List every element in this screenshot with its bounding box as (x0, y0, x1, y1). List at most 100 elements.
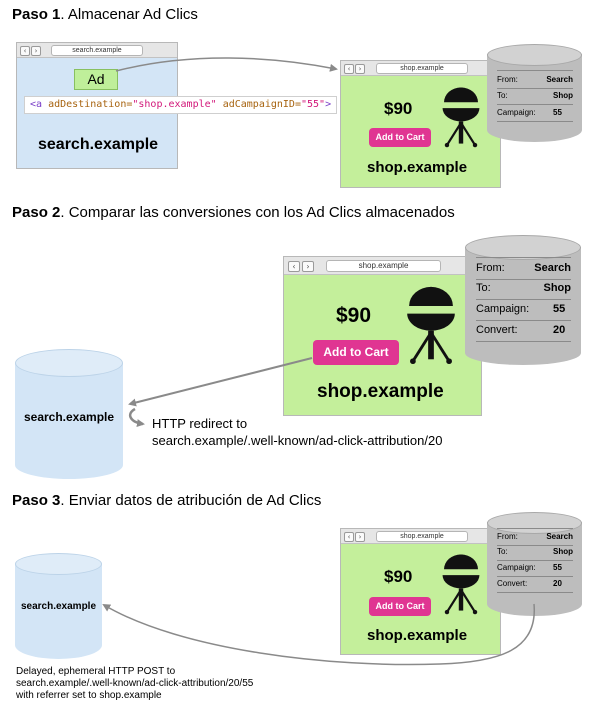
db-value: Search (534, 262, 571, 274)
db-row: From: Search (497, 70, 573, 89)
db-value: Search (546, 532, 573, 541)
search-site-label: search.example (38, 136, 159, 153)
address-bar[interactable]: shop.example (376, 531, 468, 542)
redirect-line1: HTTP redirect to (152, 416, 248, 431)
ad-anchor-code: <a adDestination="shop.example" adCampai… (24, 96, 338, 114)
shop-site-label: shop.example (367, 159, 468, 176)
db-row: To: Shop (476, 278, 571, 300)
add-to-cart-button[interactable]: Add to Cart (313, 340, 399, 365)
step1-title-rest: . Almacenar Ad Clics (60, 6, 198, 23)
add-to-cart-button[interactable]: Add to Cart (369, 597, 431, 616)
search-db-label: search.example (23, 410, 115, 424)
db-key: To: (476, 282, 491, 294)
code-val-destination: "shop.example" (132, 99, 217, 110)
address-bar[interactable]: search.example (51, 45, 143, 56)
step3-shop-browser: ‹ › shop.example $90 Add to Cart shop.ex… (340, 528, 501, 655)
db-value: 20 (553, 324, 566, 336)
step2-title: Paso 2. Comparar las conversiones con lo… (12, 204, 455, 221)
step2-title-rest: . Comparar las conversiones con los Ad C… (60, 204, 455, 221)
redirect-line2: search.example/.well-known/ad-click-attr… (152, 433, 443, 448)
step2-title-bold: Paso 2 (12, 204, 61, 221)
shop-site-label: shop.example (317, 381, 444, 402)
db-key: Campaign: (497, 108, 536, 117)
back-icon[interactable]: ‹ (344, 64, 354, 74)
post-line3: with referrer set to shop.example (16, 690, 162, 701)
step3-title: Paso 3. Enviar datos de atribución de Ad… (12, 492, 321, 509)
redirect-curve-arrow (128, 407, 145, 428)
grill-icon (407, 286, 455, 365)
db-key: From: (476, 262, 505, 274)
db-row: Campaign: 55 (497, 104, 573, 122)
db-key: From: (497, 75, 518, 84)
db-key: Campaign: (476, 303, 530, 315)
address-bar[interactable]: shop.example (326, 260, 441, 272)
address-bar[interactable]: shop.example (376, 63, 468, 74)
browser-toolbar: ‹ › shop.example (341, 61, 500, 76)
code-attr-campaign: adCampaignID= (222, 99, 301, 110)
db-value: 20 (553, 579, 562, 588)
code-tag-close: > (325, 99, 332, 110)
db-key: Campaign: (497, 563, 536, 572)
db-key: Convert: (476, 324, 518, 336)
post-line1: Delayed, ephemeral HTTP POST to (16, 666, 176, 677)
db-value: 55 (553, 563, 562, 572)
product-price: $90 (384, 99, 413, 118)
shop-site-label: shop.example (367, 627, 468, 644)
db-value: 55 (553, 108, 562, 117)
back-icon[interactable]: ‹ (20, 46, 30, 56)
step2-search-database: search.example (15, 349, 123, 479)
db-value: 55 (553, 303, 566, 315)
product-price: $90 (336, 304, 372, 327)
code-attr-destination: adDestination= (48, 99, 133, 110)
db-key: Convert: (497, 579, 528, 588)
ad-link[interactable]: Ad (74, 69, 118, 90)
db-value: Search (546, 75, 573, 84)
add-to-cart-button[interactable]: Add to Cart (369, 128, 431, 147)
db-value: Shop (553, 91, 573, 100)
db-row: From:Search (497, 528, 573, 546)
forward-icon[interactable]: › (355, 64, 365, 74)
step3-search-database: search.example (15, 553, 102, 659)
redirect-note: HTTP redirect to search.example/.well-kn… (152, 415, 442, 449)
forward-icon[interactable]: › (302, 261, 314, 272)
db-value: Shop (543, 282, 572, 294)
forward-icon[interactable]: › (31, 46, 41, 56)
step1-ad-to-shop-arrow (115, 57, 338, 72)
back-icon[interactable]: ‹ (288, 261, 300, 272)
post-line2: search.example/.well-known/ad-click-attr… (16, 678, 254, 689)
grill-icon (442, 554, 480, 615)
db-row: To: Shop (497, 544, 573, 561)
step3-title-rest: . Enviar datos de atribución de Ad Clics (60, 492, 322, 509)
forward-icon[interactable]: › (355, 532, 365, 542)
step3-post-arrow (102, 603, 535, 666)
post-note: Delayed, ephemeral HTTP POST to search.e… (16, 666, 253, 702)
db-key: To: (497, 91, 508, 100)
browser-toolbar: ‹ › shop.example (284, 257, 481, 275)
code-val-campaign: "55" (300, 99, 326, 110)
step2-shop-browser: ‹ › shop.example $90 Add to Cart shop.ex… (283, 256, 482, 416)
db-row: Convert: 20 (476, 320, 571, 342)
db-key: To: (497, 547, 508, 556)
browser-toolbar: ‹ › search.example (17, 43, 177, 58)
code-tag-open: <a (30, 99, 43, 110)
back-icon[interactable]: ‹ (344, 532, 354, 542)
browser-toolbar: ‹ › shop.example (341, 529, 500, 544)
product-price: $90 (384, 567, 413, 586)
db-row: Convert: 20 (497, 576, 573, 593)
step3-title-bold: Paso 3 (12, 492, 61, 509)
step2-cart-to-search-arrow (128, 357, 313, 407)
grill-icon (442, 87, 480, 148)
db-row: Campaign: 55 (497, 560, 573, 577)
search-db-label: search.example (20, 601, 97, 612)
step1-title: Paso 1. Almacenar Ad Clics (12, 6, 198, 23)
step1-title-bold: Paso 1 (12, 6, 61, 23)
db-row: Campaign: 55 (476, 299, 571, 321)
db-row: To: Shop (497, 87, 573, 105)
db-value: Shop (553, 547, 573, 556)
